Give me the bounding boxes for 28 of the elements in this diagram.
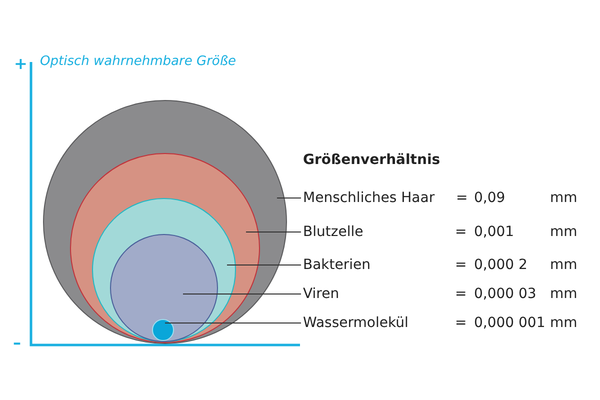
equals-sign: = [455,314,467,332]
callout-label: Menschliches Haar [303,189,435,207]
callout-label: Blutzelle [303,223,364,241]
leader-line [226,264,302,266]
unit-label: mm [550,285,578,303]
size-circle [110,234,218,342]
leader-line [164,322,302,324]
unit-label: mm [550,314,578,332]
callout-label: Viren [303,285,340,303]
unit-label: mm [550,256,578,274]
unit-label: mm [550,223,578,241]
equals-sign: = [456,189,468,207]
size-value: 0,09 [474,189,506,207]
unit-label: mm [550,189,578,207]
callout-label: Wassermolekül [303,314,408,332]
axis-plus-sign: + [14,55,28,73]
equals-sign: = [455,256,467,274]
size-circle [152,319,174,341]
callout-label: Bakterien [303,256,371,274]
equals-sign: = [455,285,467,303]
table-heading: Größenverhältnis [303,151,440,169]
size-value: 0,000 03 [474,285,536,303]
size-value: 0,000 001 [474,314,546,332]
axis-minus-sign: – [13,334,21,352]
equals-sign: = [455,223,467,241]
size-value: 0,001 [474,223,514,241]
size-value: 0,000 2 [474,256,528,274]
axis-title: Optisch wahrnehmbare Größe [40,53,236,71]
